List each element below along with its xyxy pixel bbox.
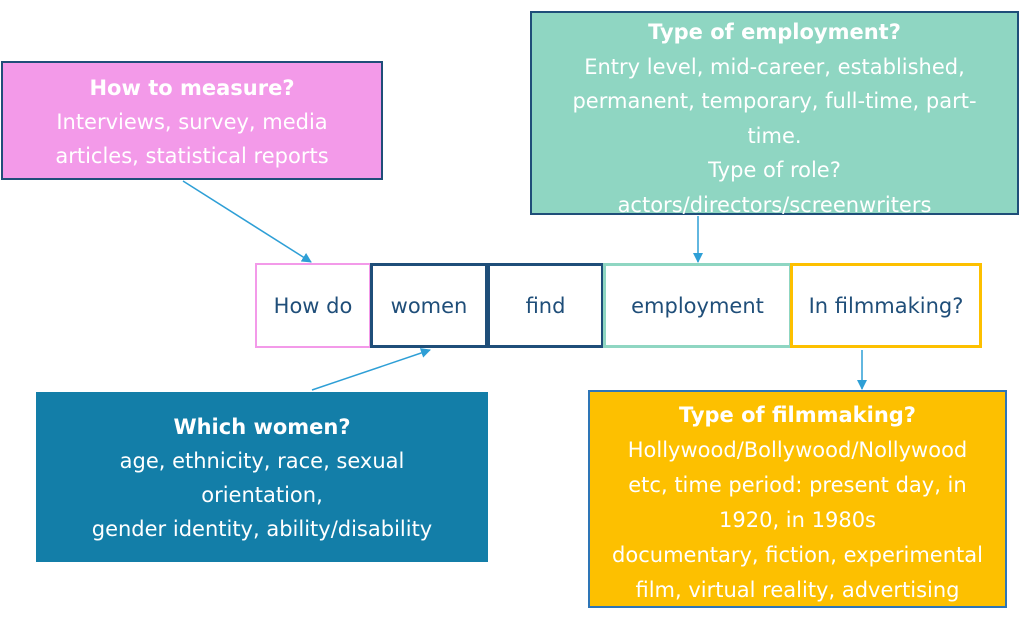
type-of-filmmaking-line: 1920, in 1980s [719,508,876,532]
type-of-filmmaking-line: Hollywood/Bollywood/Nollywood [627,438,968,462]
how-to-measure-box: How to measure? Interviews, survey, medi… [1,61,383,180]
which-women-title: Which women? [173,415,351,439]
question-segment-how-do: How do [255,263,371,348]
arrow-women-to-segment [311,348,431,391]
question-segment-employment: employment [603,263,792,348]
how-to-measure-title: How to measure? [89,76,295,100]
which-women-box: Which women? age, ethnicity, race, sexua… [36,392,488,562]
question-segment-find: find [487,263,604,348]
how-to-measure-line: Interviews, survey, media [56,110,328,134]
how-to-measure-line: articles, statistical reports [55,144,329,168]
which-women-line: age, ethnicity, race, sexual [119,449,405,473]
question-segment-women: women [370,263,488,348]
type-of-filmmaking-line: documentary, fiction, experimental [612,543,983,567]
type-of-employment-title: Type of employment? [648,20,901,44]
which-women-line: gender identity, ability/disability [91,517,433,541]
type-of-employment-line: time. [747,123,802,148]
type-of-employment-line: permanent, temporary, full-time, part- [572,89,977,113]
type-of-filmmaking-box: Type of filmmaking? Hollywood/Bollywood/… [588,390,1007,608]
type-of-role-line: Type of role? [708,158,841,182]
type-of-filmmaking-line: etc, time period: present day, in [628,473,967,497]
arrow-measure-to-howdo [182,180,312,263]
which-women-line: orientation, [201,483,323,507]
type-of-employment-line: Entry level, mid-career, established, [584,54,965,79]
type-of-employment-box: Type of employment? Entry level, mid-car… [530,11,1019,217]
type-of-filmmaking-title: Type of filmmaking? [678,403,916,427]
question-segment-in-filmmaking: In filmmaking? [790,263,982,348]
type-of-filmmaking-line: film, virtual reality, advertising [635,578,960,602]
type-of-role-line: actors/directors/screenwriters [617,192,932,217]
